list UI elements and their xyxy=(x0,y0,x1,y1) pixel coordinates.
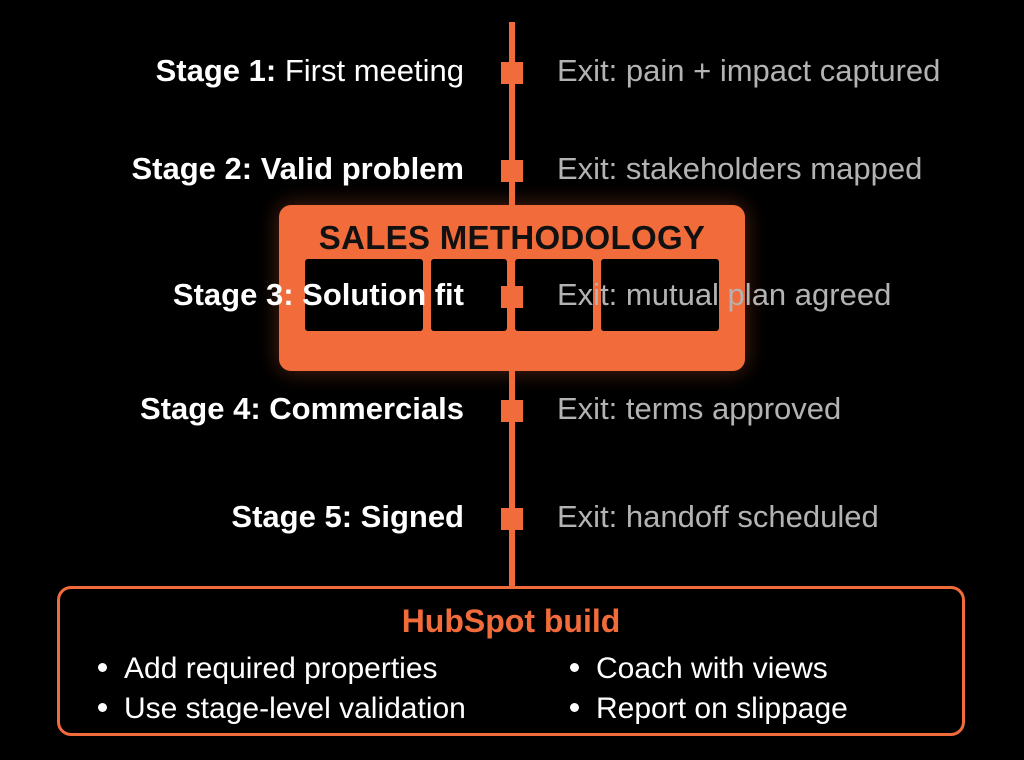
methodology-slot xyxy=(305,259,423,331)
stage-2-label: Stage 2: Valid problem xyxy=(131,151,464,187)
stage-1-exit-criteria: Exit: pain + impact captured xyxy=(557,53,941,88)
bullet-icon xyxy=(570,662,579,672)
stage-4-label: Stage 4: Commercials xyxy=(140,391,464,427)
stage-number: Stage 1: xyxy=(155,53,277,88)
stage-2-exit-criteria: Exit: stakeholders mapped xyxy=(557,151,923,186)
stage-name: Solution fit xyxy=(302,277,464,312)
bullet-icon xyxy=(570,702,579,712)
build-item-text: Use stage-level validation xyxy=(124,692,466,725)
stage-4-marker xyxy=(501,400,523,422)
stage-1-marker xyxy=(501,62,523,84)
stage-1-label: Stage 1: First meeting xyxy=(156,53,464,89)
stage-3-label: Stage 3: Solution fit xyxy=(173,277,464,313)
stage-4-exit-criteria: Exit: terms approved xyxy=(557,391,842,426)
stage-5-marker xyxy=(501,508,523,530)
hubspot-build-box: HubSpot build Add required properties Us… xyxy=(57,586,965,736)
sales-methodology-title: SALES METHODOLOGY xyxy=(318,219,706,256)
build-list-left: Add required properties Use stage-level … xyxy=(98,649,466,729)
stage-number: Stage 5: xyxy=(231,499,353,534)
stage-5-exit-criteria: Exit: handoff scheduled xyxy=(557,499,879,534)
build-list-item: Report on slippage xyxy=(570,689,848,729)
hubspot-build-title: HubSpot build xyxy=(401,603,621,639)
sales-methodology-panel: SALES METHODOLOGY xyxy=(279,205,745,371)
bullet-icon xyxy=(98,662,107,672)
stage-number: Stage 2: xyxy=(131,151,253,186)
stage-name: First meeting xyxy=(284,53,464,88)
build-list-item: Use stage-level validation xyxy=(98,689,466,729)
build-item-text: Report on slippage xyxy=(596,692,848,725)
build-list-item: Coach with views xyxy=(570,649,848,689)
stage-number: Stage 4: xyxy=(140,391,261,426)
build-list-right: Coach with views Report on slippage xyxy=(570,649,848,729)
stage-5-label: Stage 5: Signed xyxy=(231,499,464,535)
stage-name: Commercials xyxy=(269,391,464,426)
build-item-text: Coach with views xyxy=(596,652,828,685)
stage-2-marker xyxy=(501,160,523,182)
bullet-icon xyxy=(98,702,107,712)
build-list-item: Add required properties xyxy=(98,649,466,689)
methodology-slot xyxy=(515,259,593,331)
stage-3-exit-criteria: Exit: mutual plan agreed xyxy=(557,277,892,312)
methodology-slot xyxy=(601,259,719,331)
build-item-text: Add required properties xyxy=(124,652,438,685)
stage-3-marker xyxy=(501,286,523,308)
stage-name: Valid problem xyxy=(260,151,464,186)
methodology-slot xyxy=(431,259,507,331)
stage-name: Signed xyxy=(360,499,464,534)
stage-number: Stage 3: xyxy=(172,277,294,312)
